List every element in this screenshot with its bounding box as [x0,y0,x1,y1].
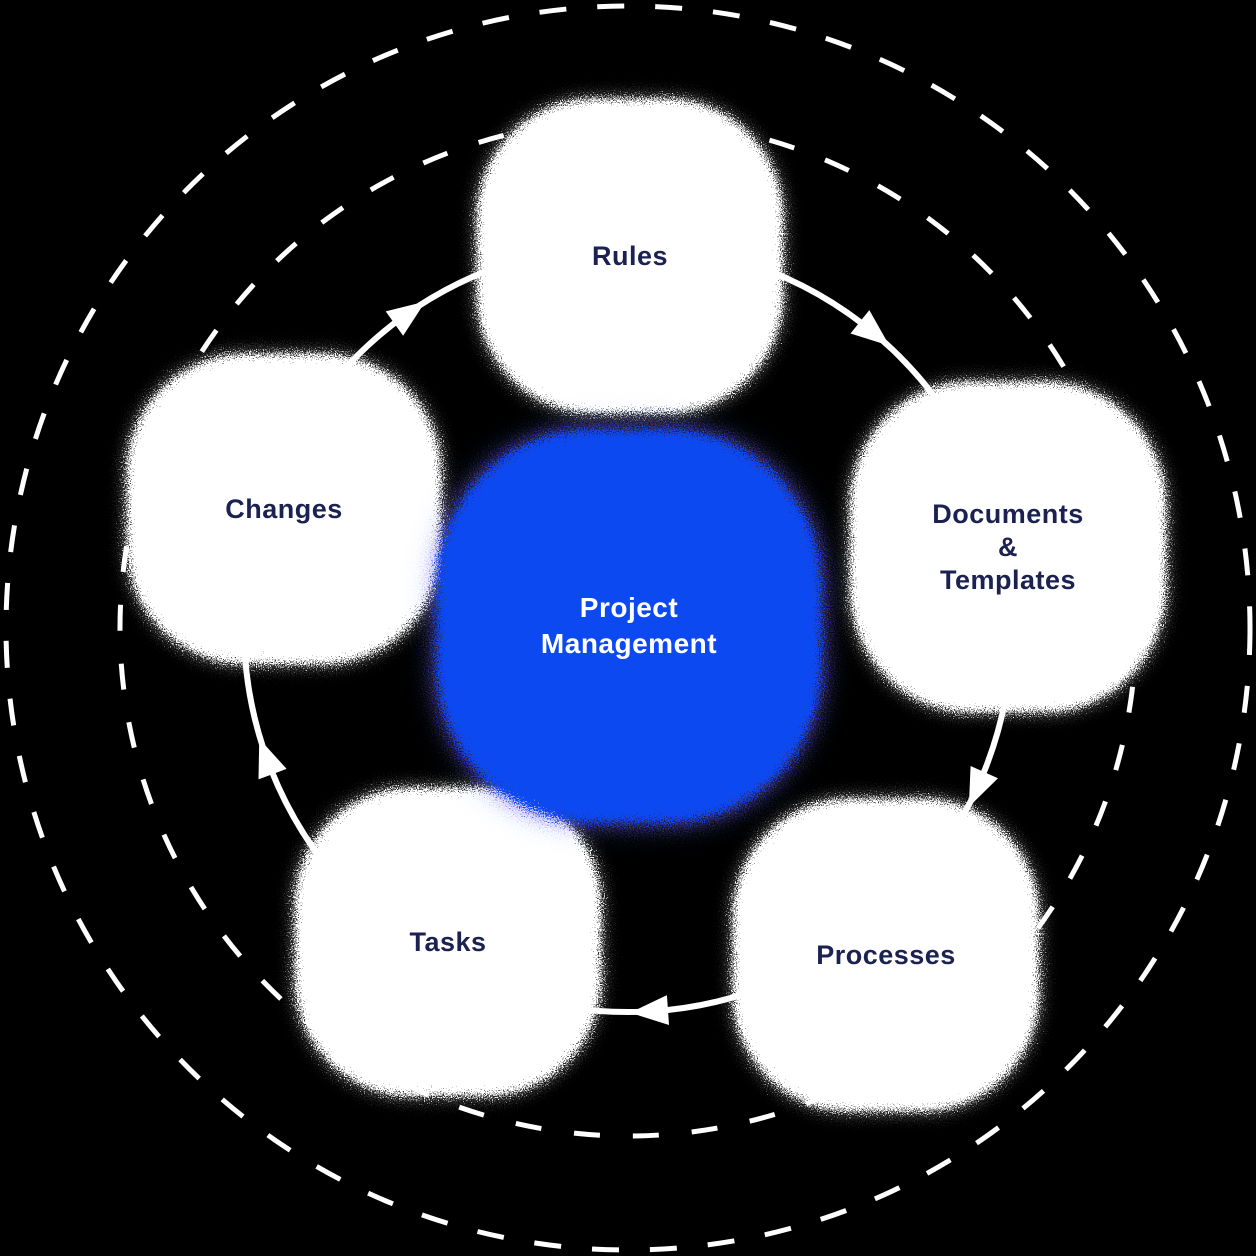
node-rules-shape [477,99,783,413]
node-tasks: Tasks [295,788,601,1096]
node-tasks-shape [295,788,601,1096]
node-documents-templates-shape [850,382,1166,712]
node-changes-shape [127,354,441,664]
node-processes-label: Processes [816,939,956,970]
node-changes-label: Changes [225,493,343,524]
arrow-changes-to-rules-icon [385,301,426,336]
node-tasks-label: Tasks [409,926,487,957]
node-project-management-label: Project Management [541,590,717,662]
center-line-1: Project [579,592,679,623]
documents-line: Documents [932,498,1084,529]
arrow-processes-to-tasks-icon [630,995,670,1026]
outer-dashed-ring [3,3,1253,1253]
node-processes: Processes [733,799,1039,1111]
node-project-management-shape [437,430,821,822]
node-rules-label: Rules [591,240,669,271]
node-processes-shape [733,799,1039,1111]
arrow-rules-to-documents-icon [850,310,890,346]
node-rules: Rules [477,99,783,413]
node-changes: Changes [127,354,441,664]
center-line-2: Management [540,628,718,659]
arrow-documents-to-processes-icon [968,766,998,807]
node-documents-templates: Documents & Templates [850,382,1166,712]
templates-line: Templates [939,564,1077,595]
node-project-management: Project Management [437,430,821,822]
node-documents-templates-label: Documents & Templates [932,498,1084,597]
arrow-tasks-to-changes-icon [258,738,287,780]
ampersand-line: & [998,531,1018,562]
